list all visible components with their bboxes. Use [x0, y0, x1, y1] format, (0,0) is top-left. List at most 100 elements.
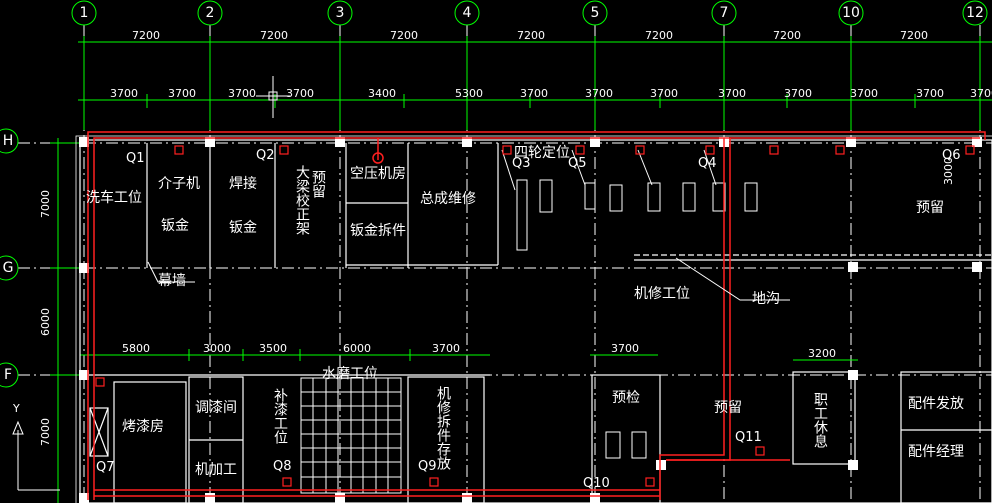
- disassembly-store: [407, 376, 485, 503]
- col-1F: [79, 370, 89, 380]
- compressor-symbol: [372, 152, 384, 164]
- axis-label-4: 4: [463, 5, 472, 21]
- dim-mid-0: 5800: [122, 342, 150, 355]
- dim-mid-4: 3700: [432, 342, 460, 355]
- dim-top1-6: 7200: [900, 29, 928, 42]
- outer-wall: [79, 139, 992, 503]
- dim-top2-8: 3700: [650, 87, 678, 100]
- dim-mid-1: 3000: [203, 342, 231, 355]
- dim-top2-11: 3700: [850, 87, 878, 100]
- eq-q11: Q11: [735, 430, 762, 445]
- valve-q4: [705, 145, 715, 155]
- ucs-y-arrow: [12, 420, 24, 435]
- valve-q7: [95, 377, 105, 387]
- precheck-post-1: [605, 431, 621, 459]
- mid-dimension-lines: [80, 349, 858, 361]
- dim-top2-9: 3700: [718, 87, 746, 100]
- room-repaint: 补漆工位: [272, 388, 288, 444]
- column-gridlines: [18, 25, 992, 503]
- pipe-branch-7: [659, 138, 725, 500]
- bay-post-6: [712, 182, 726, 212]
- precheck-room: [591, 374, 661, 503]
- eq-q4: Q4: [698, 156, 717, 171]
- room-labels: 洗车工位 介子机 钣金 焊接 钣金 预留 大梁校正架 空压机房 钣金拆件 总成维…: [86, 145, 964, 478]
- room-sanding: 水磨工位: [322, 366, 378, 382]
- dim-mid-5: 3700: [611, 342, 639, 355]
- bay-diag-4: [703, 149, 717, 186]
- parts-room: [900, 371, 992, 503]
- room-wash: 洗车工位: [86, 189, 142, 206]
- left-axis-bubbles: H G F: [0, 128, 19, 388]
- axis-bubble-2: [197, 0, 223, 26]
- axis-label-1: 1: [80, 5, 89, 21]
- outlet-valves: [95, 145, 975, 487]
- axis-bubble-10: [838, 0, 864, 26]
- eq-q7: Q7: [96, 460, 115, 475]
- room-jiezi: 介子机: [158, 176, 200, 192]
- axis-label-2: 2: [206, 5, 215, 21]
- room-compressor: 空压机房: [350, 166, 406, 182]
- bay-post-3: [609, 184, 623, 212]
- axis-label-5: 5: [591, 5, 600, 21]
- dim-top2-10: 3700: [784, 87, 812, 100]
- axis-bubble-7: [711, 0, 737, 26]
- col-1G: [79, 263, 89, 273]
- col-12G: [972, 262, 982, 272]
- axis-bubble-5: [582, 0, 608, 26]
- dim-top2-0: 3700: [110, 87, 138, 100]
- col-4H: [462, 137, 472, 147]
- valve-q9: [429, 477, 439, 487]
- room-parts-manager: 配件经理: [908, 444, 964, 460]
- valve-q5: [575, 145, 585, 155]
- leader-curtain: [147, 261, 195, 283]
- col-7E: [656, 460, 666, 470]
- room-precheck: 预检: [612, 390, 640, 406]
- bay-post-5: [682, 182, 696, 212]
- leaders: [147, 257, 790, 301]
- axis-bubble-12: [962, 0, 988, 26]
- valve-a: [635, 145, 645, 155]
- equipment-labels: Q1 Q2 Q3 Q5 Q4 Q6 Q7 Q8 Q9 Q10 Q11: [96, 148, 961, 491]
- ucs-y-label: Y: [12, 402, 20, 415]
- eq-q6: Q6: [942, 148, 961, 163]
- room-trench: 地沟: [752, 291, 780, 307]
- dim-top2-13: 3700: [970, 87, 992, 100]
- axis-label-F: F: [4, 367, 12, 383]
- top-dimension-row1: 7200 7200 7200 7200 7200 7200 7200: [132, 29, 928, 42]
- axis-label-3: 3: [336, 5, 345, 21]
- dim-top1-3: 7200: [517, 29, 545, 42]
- air-pipe: [87, 131, 986, 500]
- eq-q8: Q8: [273, 459, 292, 474]
- walls: [75, 135, 992, 503]
- room-mech: 机修工位: [634, 286, 690, 302]
- col-5E: [590, 493, 600, 503]
- room-wheel: 四轮定位: [514, 145, 570, 161]
- left-dimension-lines: [50, 138, 80, 503]
- pipe-main-inner: [93, 137, 980, 500]
- axis-bubble-F: [0, 362, 19, 388]
- dim-top2-7: 3700: [585, 87, 613, 100]
- bay-post-2: [584, 182, 596, 210]
- axis-label-12: 12: [966, 5, 984, 21]
- top-dimension-row2: 3700 3700 3700 3700 3400 5300 3700 3700 …: [110, 87, 992, 100]
- col-1H: [79, 137, 89, 147]
- eq-q1: Q1: [126, 151, 145, 166]
- col-1E: [79, 493, 89, 503]
- room-banjin2: 钣金: [229, 220, 257, 236]
- eq-q5: Q5: [568, 156, 587, 171]
- cursor-box: [268, 91, 278, 101]
- top-dimension-lines: [78, 36, 992, 130]
- axis-bubble-3: [327, 0, 353, 26]
- dim-top1-1: 7200: [260, 29, 288, 42]
- leader-trench: [675, 257, 790, 301]
- dim-left-2: 7000: [39, 418, 52, 446]
- axis-label-10: 10: [842, 5, 860, 21]
- dim-left-0: 7000: [39, 190, 52, 218]
- bay-diag-3: [637, 149, 653, 186]
- col-3H: [335, 137, 345, 147]
- room-paint: 烤漆房: [122, 419, 164, 435]
- room-girder: 大梁校正架: [294, 165, 310, 235]
- columns: [79, 137, 982, 503]
